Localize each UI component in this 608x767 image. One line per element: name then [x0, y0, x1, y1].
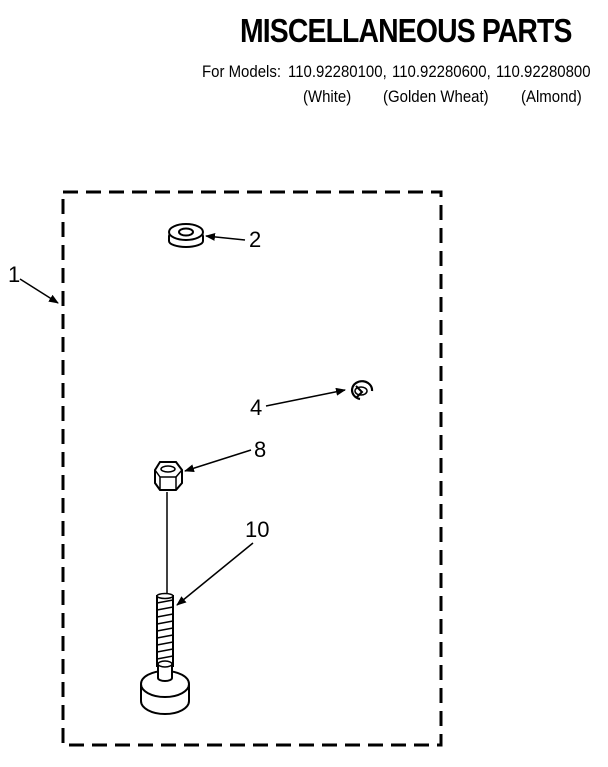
leader-8	[184, 449, 252, 473]
callout-10: 10	[245, 517, 269, 542]
model-color-almond: (Almond)	[521, 87, 582, 106]
model-color-white: (White)	[303, 87, 352, 106]
callout-2: 2	[249, 227, 261, 252]
leader-1	[19, 278, 59, 304]
model-number-golden-wheat: 110.92280600,	[392, 62, 491, 81]
leader-4	[265, 387, 346, 407]
nut-part	[154, 461, 183, 491]
model-number-almond: 110.92280800	[496, 62, 591, 81]
kit-boundary	[61, 190, 443, 747]
leader-10	[176, 542, 254, 606]
leader-2	[205, 232, 246, 241]
washer-part	[168, 223, 204, 248]
page-title: MISCELLANEOUS PARTS	[240, 12, 572, 49]
leveling-leg-part	[140, 592, 190, 715]
models-prefix: For Models:	[202, 62, 281, 81]
clip-part	[350, 380, 374, 401]
callout-1: 1	[8, 262, 20, 287]
model-number-white: 110.92280100,	[288, 62, 387, 81]
callout-4: 4	[250, 395, 262, 420]
callout-8: 8	[254, 437, 266, 462]
model-color-golden-wheat: (Golden Wheat)	[383, 87, 489, 106]
